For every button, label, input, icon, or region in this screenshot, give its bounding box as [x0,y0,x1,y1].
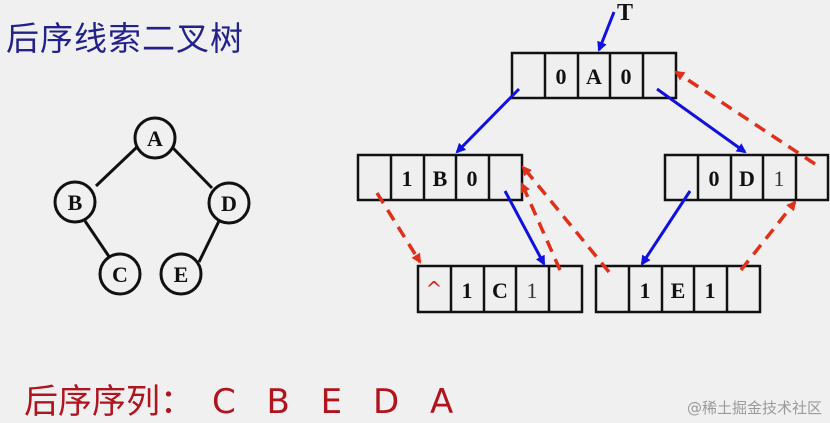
tree-node-d: D [207,181,251,225]
tree-edge-b-c [83,220,112,259]
cell-ltag: 1 [640,278,651,303]
thread-arrow-b-to-c [375,192,422,264]
cell-rtag: 1 [774,166,785,191]
binary-tree: A B C D E [53,116,251,296]
cell-rtag: 1 [527,278,538,303]
watermark: @稀土掘金技术社区 [686,399,822,417]
cell-data: D [739,166,755,191]
cell-rtag: 0 [621,64,632,89]
sequence-label: 后序序列： [24,382,194,422]
postorder-sequence: 后序序列： C B E D A [24,374,463,423]
thread-pointers [375,70,816,274]
root-pointer-arrow [597,11,616,52]
thread-node-c: ^ 1 C 1 [416,264,584,314]
tree-edge-d-e [197,218,222,263]
cell-data: A [586,64,602,89]
cell-data: B [433,166,448,191]
tree-edge-a-d [170,145,214,190]
child-arrow-b-c [503,190,546,266]
child-arrow-a-d [656,87,747,154]
cell-ltag: 0 [709,166,720,191]
thread-node-e: 1 E 1 [594,264,762,314]
svg-text:A: A [147,126,163,151]
thread-node-b: 1 B 0 [356,153,524,202]
cell-ltag: 1 [462,278,473,303]
tree-node-c: C [98,252,142,296]
svg-text:B: B [68,190,83,215]
thread-arrow-e-to-d [739,200,797,272]
cell-data: C [492,278,508,303]
thread-arrow-c-to-b [520,182,562,271]
tree-edge-a-b [94,145,139,188]
cell-rtag: 1 [705,278,716,303]
cell-ltag: 1 [402,166,413,191]
null-pointer-caret: ^ [426,277,443,301]
cell-ltag: 0 [556,64,567,89]
child-arrow-d-e [640,190,692,266]
thread-arrow-d-to-a [674,70,816,166]
tree-node-a: A [133,116,177,160]
tree-node-b: B [53,180,97,224]
thread-arrow-e-to-b [521,165,611,274]
page-title: 后序线索二叉树 [6,19,244,58]
child-arrow-a-b [455,87,521,154]
thread-node-d: 0 D 1 [663,153,830,202]
tree-node-e: E [159,252,203,296]
sequence-value: C B E D A [212,382,464,422]
cell-data: E [671,278,686,303]
child-pointers [455,87,747,266]
root-pointer-label: T [617,0,633,26]
svg-text:E: E [174,262,189,287]
svg-text:D: D [221,191,237,216]
svg-text:C: C [112,262,128,287]
thread-node-a: 0 A 0 [510,51,678,100]
cell-rtag: 0 [467,166,478,191]
